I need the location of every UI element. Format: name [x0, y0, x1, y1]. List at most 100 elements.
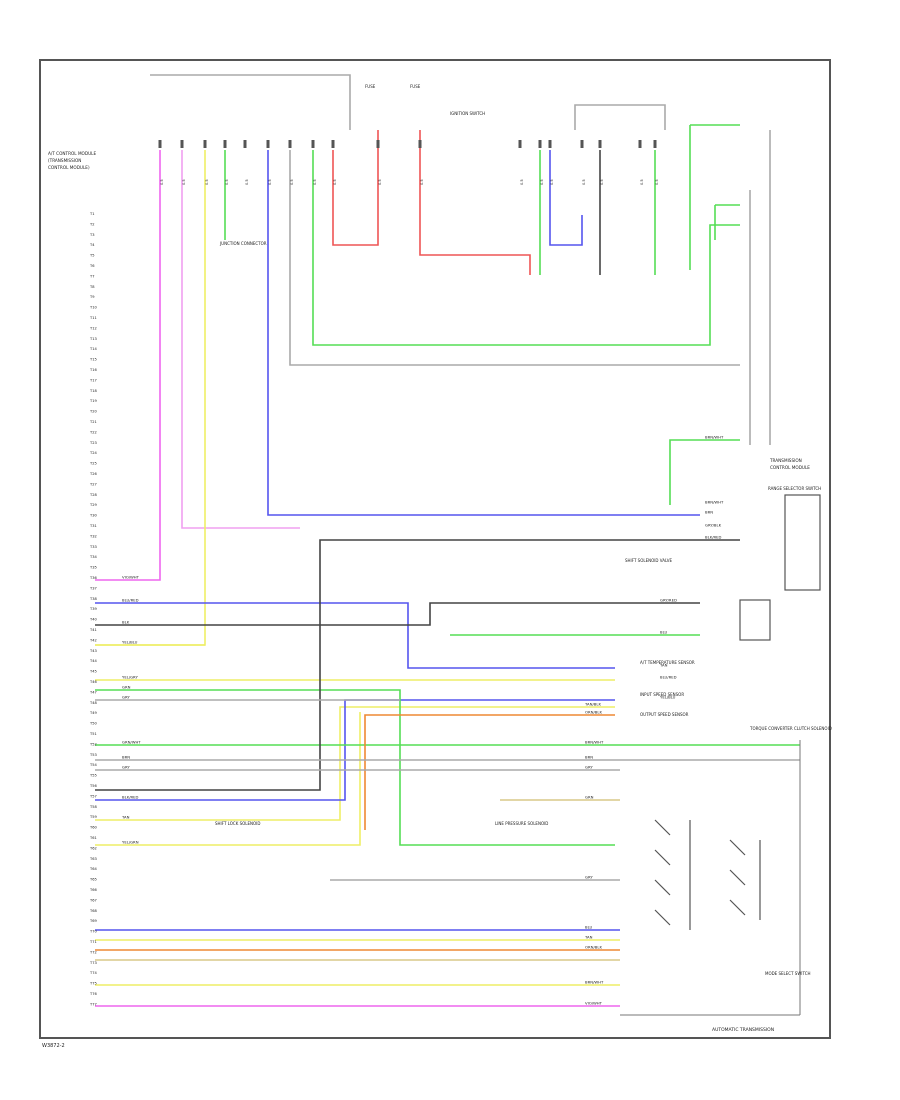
left-module-label-2: (TRANSMISSION	[48, 158, 81, 163]
pin-number: T25	[89, 462, 97, 466]
pin-number: T18	[89, 389, 97, 393]
component-label: MODE SELECT SWITCH	[765, 971, 811, 976]
gauge-label: 0.5	[420, 179, 424, 185]
pin-number: T50	[89, 722, 97, 726]
pin-number: T67	[89, 898, 97, 902]
pin-number: T28	[89, 493, 97, 497]
connector-mark	[548, 140, 552, 148]
right-wire-label: BRN/WHT	[585, 740, 604, 745]
component-label: TORQUE CONVERTER CLUTCH SOLENOID	[749, 726, 832, 731]
connector-mark	[223, 140, 227, 148]
right-wire-label: GRN	[585, 795, 594, 800]
left-wire-label: BLK	[122, 620, 130, 625]
pin-number: T65	[89, 878, 97, 882]
right-wire-label: GRY/RED	[660, 598, 677, 603]
pin-number: T11	[89, 316, 97, 320]
pin-number: T8	[89, 285, 95, 289]
pin-number: T73	[89, 961, 97, 965]
pin-number: T9	[89, 295, 95, 299]
pin-column: T1T2T3T4T5T6T7T8T9T10T11T12T13T14T15T16T…	[89, 212, 97, 1006]
range-selector-box	[784, 494, 821, 591]
gauge-label: 0.5	[582, 179, 586, 185]
pin-number: T32	[89, 534, 97, 538]
pin-number: T49	[89, 711, 97, 715]
pin-number: T42	[89, 638, 97, 642]
gauge-label: 0.5	[160, 179, 164, 185]
wire-green-5	[669, 439, 740, 505]
wire-violet-3	[181, 150, 300, 529]
connector-mark	[653, 140, 657, 148]
pin-number: T46	[89, 680, 97, 684]
pin-number: T40	[89, 618, 97, 622]
corner-code: W3872-2	[42, 1043, 65, 1049]
footer-label: AUTOMATIC TRANSMISSION	[712, 1027, 774, 1033]
component-label: A/T TEMPERATURE SENSOR	[640, 660, 695, 665]
connector-mark	[311, 140, 315, 148]
right-wire-label: BLK/RED	[705, 535, 722, 540]
pin-number: T2	[89, 222, 94, 226]
right-wire-label: BRN/WHT	[585, 980, 604, 985]
pin-number: T17	[89, 378, 97, 382]
pin-number: T38	[89, 597, 97, 601]
wire-yellow-1	[95, 150, 206, 646]
pin-number: T55	[89, 774, 97, 778]
pin-number: T34	[89, 555, 97, 559]
connector-mark	[203, 140, 207, 148]
component-label: RANGE SELECTOR SWITCH	[768, 486, 821, 491]
right-wire-label: ORN/BLK	[585, 945, 602, 950]
pin-number: T39	[89, 607, 97, 611]
right-module-label-2: CONTROL MODULE	[770, 465, 810, 470]
pin-number: T70	[89, 930, 97, 934]
pin-number: T41	[89, 628, 97, 632]
pin-number: T6	[89, 264, 95, 268]
wire-blue-3	[95, 699, 615, 801]
left-wire-label: VIO/WHT	[122, 575, 140, 580]
pin-number: T23	[89, 441, 97, 445]
pin-number: T57	[89, 794, 97, 798]
pin-number: T66	[89, 888, 97, 892]
pin-number: T63	[89, 857, 97, 861]
connector-mark	[266, 140, 270, 148]
pin-number: T58	[89, 805, 97, 809]
gauge-label: 0.5	[520, 179, 524, 185]
pin-number: T20	[89, 410, 97, 414]
gauge-label: 0.5	[182, 179, 186, 185]
left-wire-label: GRN	[122, 685, 131, 690]
left-wire-label: BLK/RED	[122, 795, 139, 800]
pin-number: T22	[89, 430, 97, 434]
component-label: FUSE	[410, 84, 421, 89]
left-wire-label: GRY	[122, 695, 130, 700]
component-label: JUNCTION CONNECTOR	[219, 241, 267, 246]
connector-mark	[158, 140, 162, 148]
pin-number: T21	[89, 420, 97, 424]
wire-red-1	[332, 130, 379, 246]
pin-number: T27	[89, 482, 97, 486]
left-wire-label: BLU/RED	[122, 598, 139, 603]
component-label: IGNITION SWITCH	[450, 111, 485, 116]
right-wire-label: VIO/WHT	[585, 1001, 603, 1006]
pin-number: T51	[89, 732, 97, 736]
pin-number: T77	[89, 1002, 97, 1006]
mode-switch-bracket	[620, 740, 801, 1016]
wire-gray-1	[289, 150, 740, 366]
wire-blue-2	[95, 602, 615, 669]
right-wire-label: BRN/WHT	[705, 500, 724, 505]
left-module-label-3: CONTROL MODULE)	[48, 165, 90, 170]
gauge-label: 0.5	[600, 179, 604, 185]
pin-number: T72	[89, 950, 97, 954]
gauge-label: 0.5	[540, 179, 544, 185]
connector-mark	[376, 140, 380, 148]
wire-green-7	[714, 204, 740, 240]
pin-number: T3	[89, 233, 94, 237]
wire-yellow-5	[95, 712, 361, 846]
right-wire-label: GRY	[585, 875, 593, 880]
pin-number: T71	[89, 940, 97, 944]
pin-number: T76	[89, 992, 97, 996]
component-label: FUSE	[365, 84, 376, 89]
wire-layer	[95, 74, 800, 1007]
pin-number: T61	[89, 836, 97, 840]
pin-number: T5	[89, 254, 94, 258]
right-module-label-1: TRANSMISSION	[769, 458, 802, 463]
pin-number: T75	[89, 982, 97, 986]
